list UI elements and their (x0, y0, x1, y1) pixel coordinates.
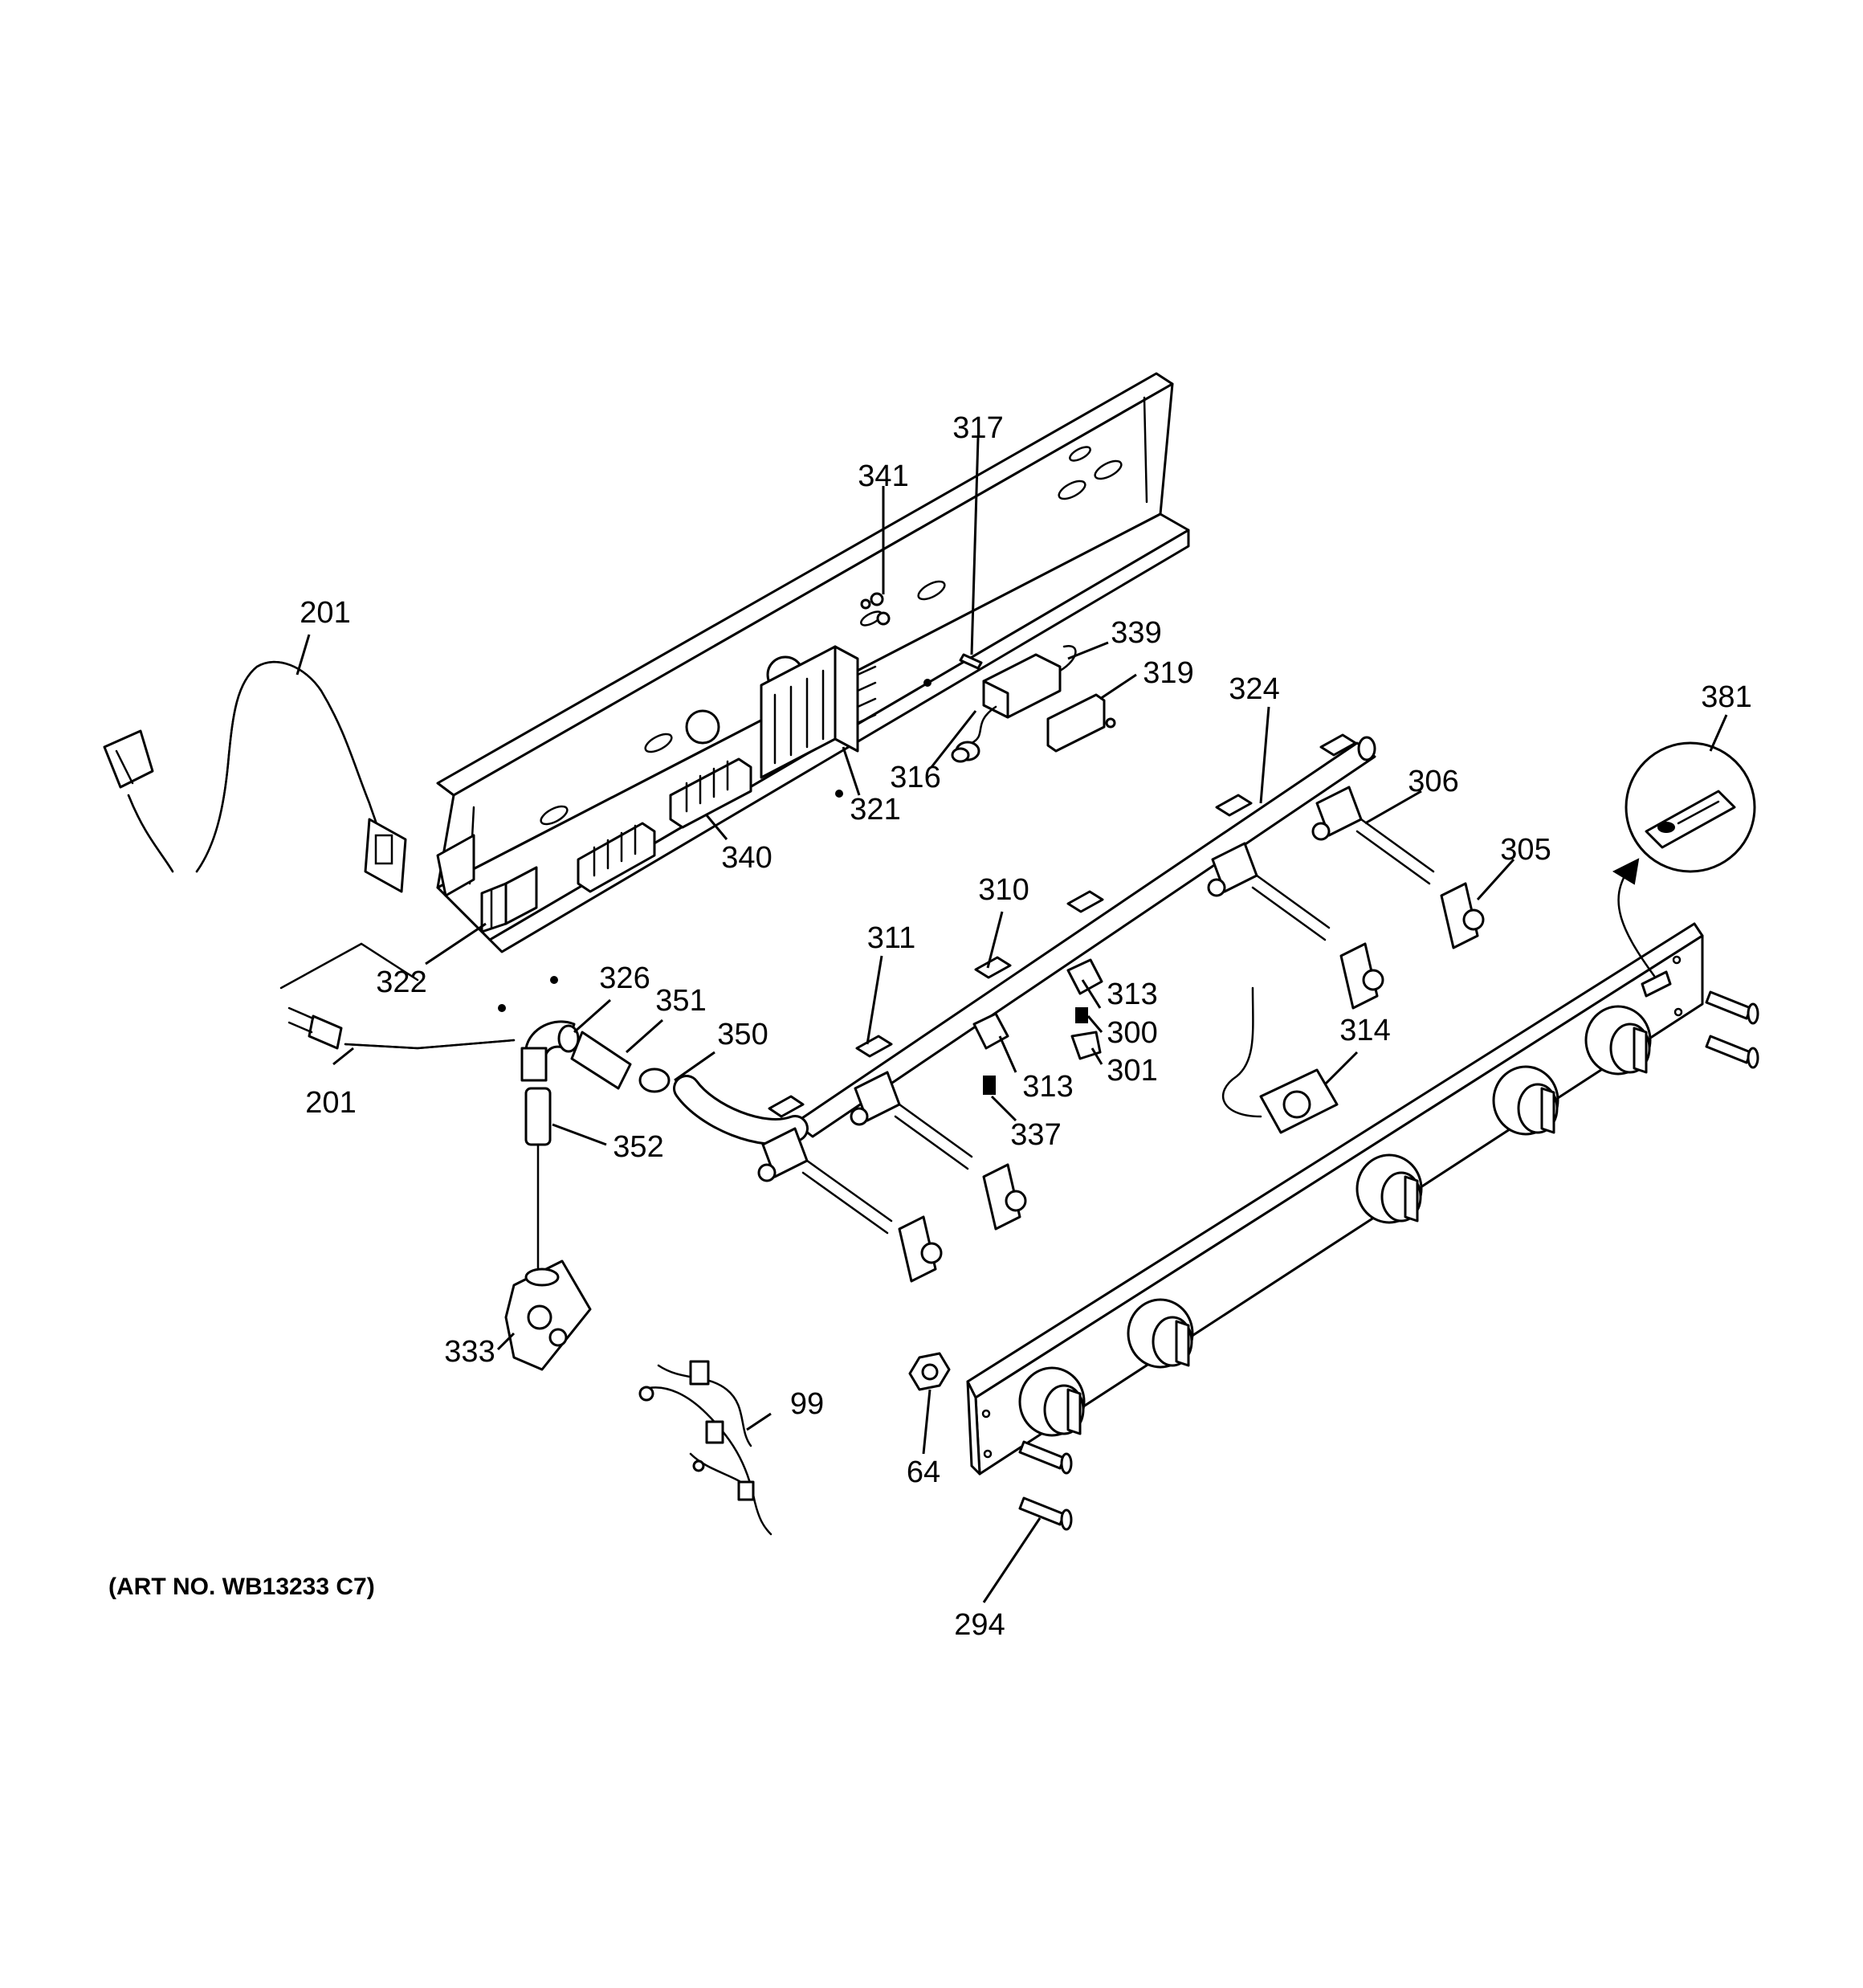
burner-valve (757, 1127, 893, 1235)
callout-316: 316 (890, 761, 940, 794)
transformer-322 (480, 866, 538, 933)
art-number: (ART NO. WB13233 C7) (108, 1574, 375, 1600)
spring-337 (983, 1076, 996, 1095)
terminal-block-340 (577, 757, 752, 893)
ignition-switch-305 (898, 882, 1485, 1283)
control-knob (1127, 1298, 1194, 1369)
callout-201-lower: 201 (305, 1086, 356, 1120)
nut-64 (908, 1352, 951, 1391)
manifold-clip (768, 733, 1357, 1118)
callout-352: 352 (613, 1130, 663, 1164)
callout-326: 326 (599, 961, 650, 995)
callout-306: 306 (1408, 765, 1458, 798)
burner-valve (1311, 786, 1435, 885)
power-cord-201 (103, 660, 407, 893)
callout-319: 319 (1143, 656, 1193, 690)
grommet-316 (951, 741, 980, 763)
screw-294 (1018, 990, 1759, 1531)
callout-300: 300 (1107, 1016, 1157, 1050)
bracket-319 (1046, 693, 1116, 753)
orifice-holder-313 (972, 958, 1103, 1050)
callout-381: 381 (1701, 680, 1751, 714)
callout-340: 340 (721, 841, 772, 875)
orifice-300 (1075, 1007, 1088, 1023)
callout-339: 339 (1111, 616, 1161, 650)
control-board-321 (760, 645, 877, 779)
tube-352 (524, 1087, 552, 1271)
callout-99: 99 (790, 1387, 824, 1421)
wire-harness-99 (638, 1360, 773, 1536)
callout-350: 350 (717, 1018, 768, 1051)
fitting-351 (570, 1031, 671, 1093)
callout-305: 305 (1500, 833, 1551, 867)
callout-351: 351 (655, 984, 706, 1018)
callout-64: 64 (907, 1455, 940, 1489)
regulator-333 (504, 1259, 592, 1371)
callout-341: 341 (858, 459, 908, 493)
callout-311: 311 (867, 921, 916, 955)
panel-screw (498, 679, 932, 1012)
screw-341 (860, 592, 891, 626)
callout-321: 321 (850, 793, 900, 827)
control-knob (1492, 1065, 1559, 1136)
callout-314: 314 (1339, 1014, 1390, 1047)
control-knob (1018, 1366, 1086, 1437)
callout-310: 310 (978, 873, 1029, 907)
spark-module-339 (970, 644, 1077, 745)
nameplate-on-panel (1641, 970, 1672, 998)
burner-valve (850, 1071, 973, 1170)
control-knob (1584, 1005, 1652, 1076)
callout-317: 317 (952, 411, 1003, 445)
callout-201-upper: 201 (300, 596, 350, 630)
callout-313-upper: 313 (1107, 978, 1157, 1011)
gas-tube-350 (673, 1075, 809, 1145)
thermostat-314 (1221, 986, 1339, 1134)
callout-333: 333 (444, 1335, 495, 1369)
burner-valve (1207, 842, 1331, 941)
callout-313-lower: 313 (1022, 1070, 1073, 1104)
nameplate-detail-381 (1612, 741, 1756, 978)
callout-337: 337 (1010, 1118, 1061, 1152)
control-knob (1355, 1153, 1423, 1224)
callout-301: 301 (1107, 1054, 1157, 1088)
leader-lines (296, 437, 1728, 1603)
elbow-326 (520, 1020, 580, 1082)
callout-294: 294 (954, 1608, 1005, 1642)
callout-324: 324 (1229, 672, 1279, 706)
screw-317 (959, 653, 983, 670)
power-cord-201-lower (279, 942, 516, 1050)
callout-322: 322 (376, 965, 426, 999)
